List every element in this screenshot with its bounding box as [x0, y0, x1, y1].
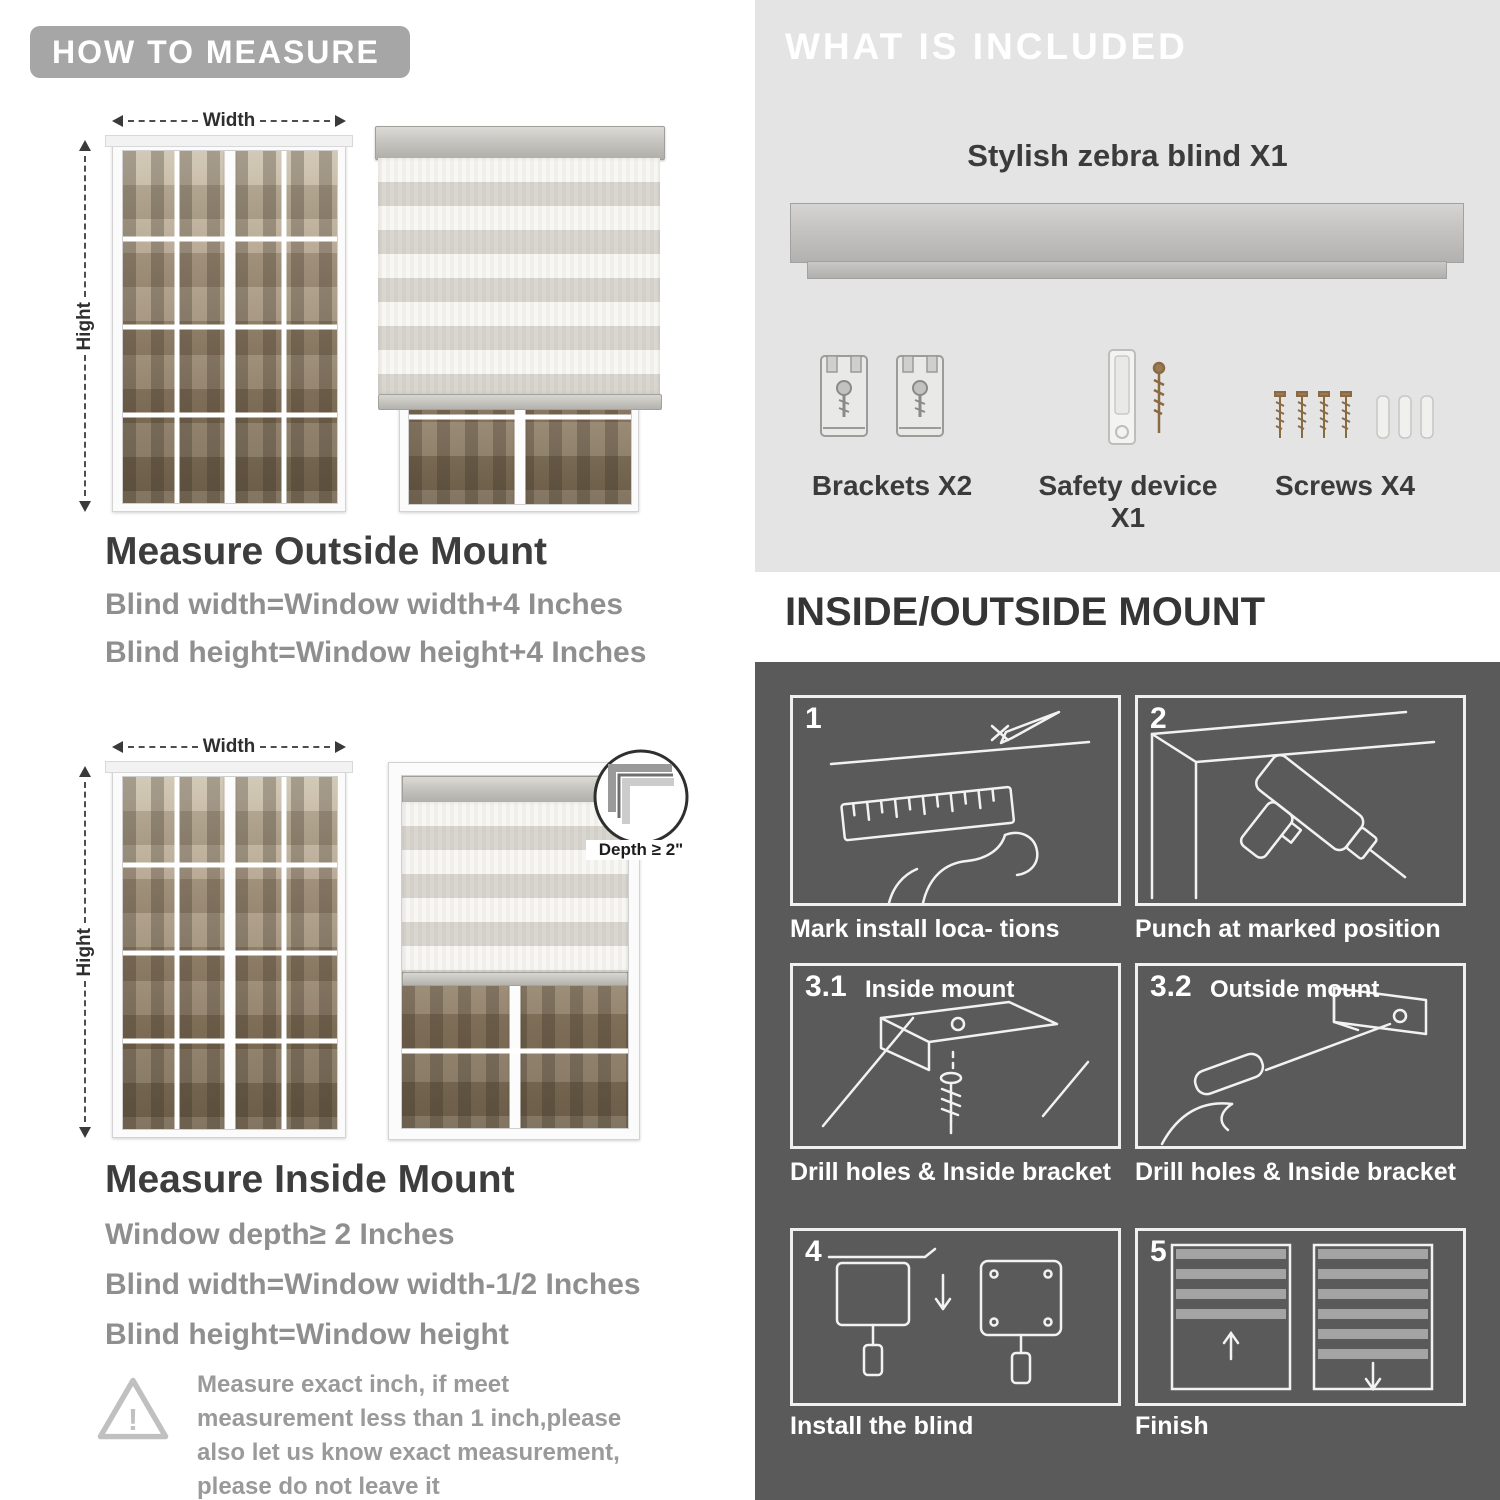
warning-icon: ! [97, 1377, 169, 1440]
window-corner-detail-icon [593, 749, 689, 845]
blind-bottom-rail [402, 972, 628, 986]
what-is-included-header: WHAT IS INCLUDED [785, 26, 1188, 67]
step-box-3-2: 3.2 Outside mount [1135, 963, 1466, 1149]
step-box-5: 5 [1135, 1228, 1466, 1406]
height-label: Hight [74, 301, 95, 351]
blind-cassette [375, 126, 665, 160]
step-number: 4 [805, 1235, 822, 1268]
step-number: 2 [1150, 702, 1167, 735]
height-arrow-outside: Hight [74, 140, 96, 513]
measure-note: ! Measure exact inch, if meet measuremen… [95, 1368, 675, 1500]
inside-mount-title: Measure Inside Mount [105, 1158, 515, 1201]
step2-drill-illustration [1150, 710, 1436, 900]
step-number: 1 [805, 702, 822, 735]
zebra-stripes [378, 158, 660, 394]
brackets-label: Brackets X2 [811, 470, 973, 501]
outside-mount-line: Blind width=Window width+4 Inches [105, 588, 624, 621]
height-arrow-inside: Hight [74, 766, 96, 1139]
mount-header-strip: INSIDE/OUTSIDE MOUNT [755, 572, 1500, 662]
width-arrow-inside: Width [112, 736, 346, 758]
blind-product-label: Stylish zebra blind X1 [967, 138, 1288, 173]
height-label: Hight [74, 927, 95, 977]
zebra-blind-outside-illustration [375, 126, 665, 512]
outside-mount-step-label: Outside mount [1210, 976, 1380, 1003]
screws-label: Screws X4 [1274, 470, 1416, 501]
window-lintel [105, 761, 353, 773]
window-muntin [123, 324, 337, 330]
step-caption-2: Punch at marked position [1135, 915, 1441, 943]
mount-steps-panel: 1 2 M [755, 662, 1500, 1500]
outside-mount-line: Blind height=Window height+4 Inches [105, 636, 647, 669]
bracket-icon [820, 355, 868, 437]
step-caption-1: Mark install loca- tions [790, 915, 1060, 943]
arrow-down-icon [79, 1127, 91, 1139]
step3-2-outside-bracket-illustration [1160, 986, 1428, 1146]
what-is-included-panel: WHAT IS INCLUDED Stylish zebra blind X1 [755, 0, 1500, 572]
outside-mount-title: Measure Outside Mount [105, 530, 548, 573]
window-muntin [409, 414, 631, 420]
note-text: Measure exact inch, if meet measurement … [197, 1371, 622, 1500]
width-label: Width [202, 736, 256, 757]
arrow-down-icon [79, 501, 91, 513]
how-to-measure-header: HOW TO MEASURE [30, 26, 410, 78]
step-box-1: 1 [790, 695, 1121, 906]
depth-requirement-label: Depth ≥ 2" [586, 840, 696, 860]
step-number: 3.2 [1150, 970, 1192, 1003]
arrow-left-icon [112, 741, 123, 753]
step-caption-4: Install the blind [790, 1412, 974, 1440]
step3-1-inside-bracket-illustration [821, 1000, 1090, 1135]
inside-mount-line: Window depth≥ 2 Inches [105, 1218, 455, 1251]
step1-mark-illustration [829, 710, 1091, 903]
depth-detail-circle [592, 748, 690, 846]
step-box-3-1: 3.1 Inside mount [790, 963, 1121, 1149]
step4-install-blind-illustration [827, 1247, 1063, 1385]
window-muntin [402, 1048, 628, 1054]
arrow-up-icon [79, 766, 91, 777]
zebra-stripes [402, 802, 628, 972]
zebra-blind-inside-illustration [388, 762, 640, 1140]
window-glass [122, 150, 338, 504]
step-number: 3.1 [805, 970, 847, 1003]
step-box-2: 2 [1135, 695, 1466, 906]
blind-bottom-rail [378, 394, 662, 410]
window-muntin [123, 236, 337, 242]
window-muntin [123, 950, 337, 956]
arrow-right-icon [335, 115, 346, 127]
step-box-4: 4 [790, 1228, 1121, 1406]
brackets-icon [815, 350, 949, 442]
inside-mount-step-label: Inside mount [865, 976, 1015, 1003]
zebra-blind-headrail-illustration [790, 203, 1464, 279]
headrail-lip [807, 261, 1447, 279]
bracket-icon [896, 355, 944, 437]
step5-finish-illustration [1170, 1243, 1434, 1392]
window-muntin [123, 412, 337, 418]
inside-mount-line: Blind width=Window width-1/2 Inches [105, 1268, 641, 1301]
mount-header: INSIDE/OUTSIDE MOUNT [785, 590, 1266, 634]
step-caption-3-2: Drill holes & Inside bracket [1135, 1158, 1456, 1186]
window-illustration-outside [105, 135, 353, 512]
step-caption-3-1: Drill holes & Inside bracket [790, 1158, 1111, 1186]
step-number: 5 [1150, 1235, 1167, 1268]
window-muntin [123, 1038, 337, 1044]
arrow-left-icon [112, 115, 123, 127]
safety-device-icon [1108, 349, 1166, 445]
warning-mark: ! [128, 1402, 138, 1437]
window-muntin [123, 862, 337, 868]
window-illustration-inside [105, 761, 353, 1138]
step-caption-5: Finish [1135, 1412, 1209, 1440]
width-arrow-outside: Width [112, 110, 346, 132]
window-lintel [105, 135, 353, 147]
arrow-right-icon [335, 741, 346, 753]
safety-device-label: Safety device X1 [1038, 470, 1218, 533]
arrow-up-icon [79, 140, 91, 151]
inside-mount-line: Blind height=Window height [105, 1318, 509, 1351]
width-label: Width [202, 110, 256, 131]
screws-icon [1274, 391, 1434, 439]
